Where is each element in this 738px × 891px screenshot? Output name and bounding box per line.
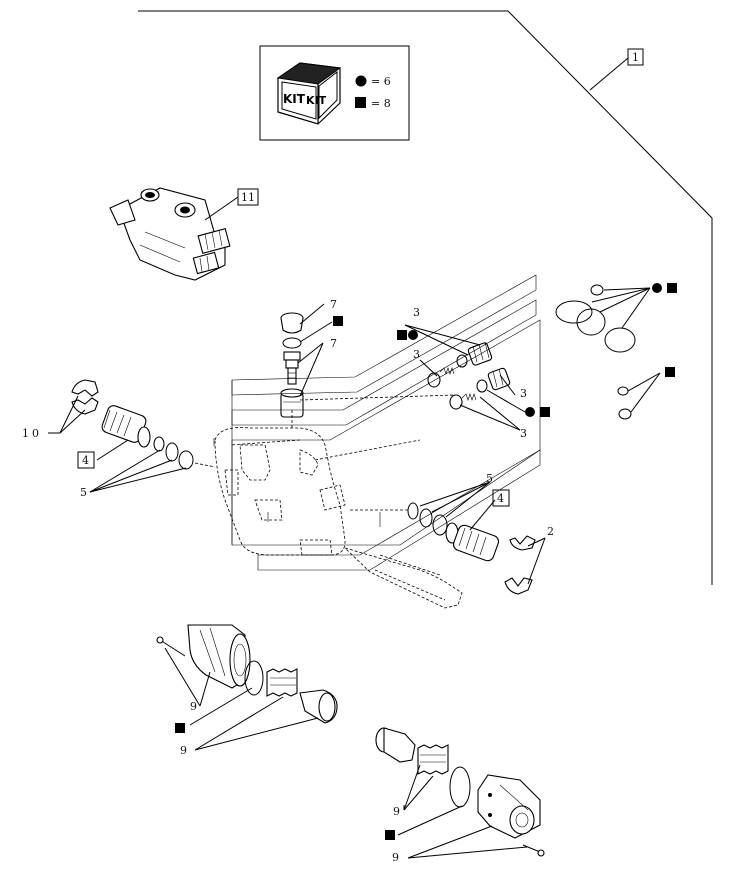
square-legend-text: = 8: [371, 97, 391, 110]
o-ring-pair-right: [617, 367, 675, 420]
circle-symbol-icon: [355, 75, 367, 87]
callout-7-mid: 7: [330, 337, 337, 350]
callout-1: 1: [627, 48, 644, 66]
callout-1-label: 1: [632, 51, 639, 64]
callout-3-c: 3: [520, 387, 527, 400]
circle-legend-text: = 6: [371, 75, 391, 88]
square-symbol-icon: [397, 330, 407, 340]
callout-10: 10: [22, 427, 42, 440]
square-symbol-icon: [175, 723, 185, 733]
valve-body-outline: [194, 274, 541, 609]
circle-symbol-icon: [408, 330, 418, 340]
callout-3-d: 3: [520, 427, 527, 440]
square-symbol-icon: [665, 367, 675, 377]
kit-text-right: KIT: [306, 94, 327, 107]
callout-9-d: 9: [392, 851, 399, 864]
assembly-bracket-line: [138, 10, 713, 585]
valve-section-part: [109, 187, 239, 281]
callout-4-right: 4: [492, 489, 510, 507]
left-spool-end-parts: [48, 379, 194, 493]
spool-cap-assembly-right: [375, 727, 545, 859]
square-symbol-icon: [667, 283, 677, 293]
circle-symbol-icon: [525, 407, 535, 417]
kit-text-left: KIT: [283, 92, 306, 106]
o-ring-set-top-right: [555, 283, 677, 353]
square-symbol-icon: [355, 97, 366, 108]
callout-3-b: 3: [413, 348, 420, 361]
callout-11: 11: [237, 188, 259, 206]
callout-11-label: 11: [241, 191, 255, 204]
callout-3-a: 3: [413, 306, 420, 319]
plug-part-7: [280, 303, 343, 418]
callout-7-top: 7: [330, 298, 337, 311]
kit-box-icon: KIT KIT: [276, 62, 342, 125]
callout-2: 2: [547, 525, 554, 538]
callout-9-b: 9: [180, 744, 187, 757]
square-symbol-icon: [333, 316, 343, 326]
spool-cap-assembly-left: [156, 624, 338, 751]
kit-legend-box: KIT KIT = 6 = 8: [259, 45, 410, 141]
callout-4-right-label: 4: [497, 492, 504, 505]
callout-4-left: 4: [77, 451, 95, 469]
square-symbol-icon: [540, 407, 550, 417]
callout-9-a: 9: [190, 700, 197, 713]
right-spool-end-parts: [407, 481, 546, 595]
callout-9-c: 9: [393, 805, 400, 818]
relief-valve-part-3: [397, 324, 550, 431]
callout-4-left-label: 4: [82, 454, 89, 467]
circle-symbol-icon: [652, 283, 662, 293]
callout-5-left: 5: [80, 486, 87, 499]
callout-5-right: 5: [486, 472, 493, 485]
square-symbol-icon: [385, 830, 395, 840]
